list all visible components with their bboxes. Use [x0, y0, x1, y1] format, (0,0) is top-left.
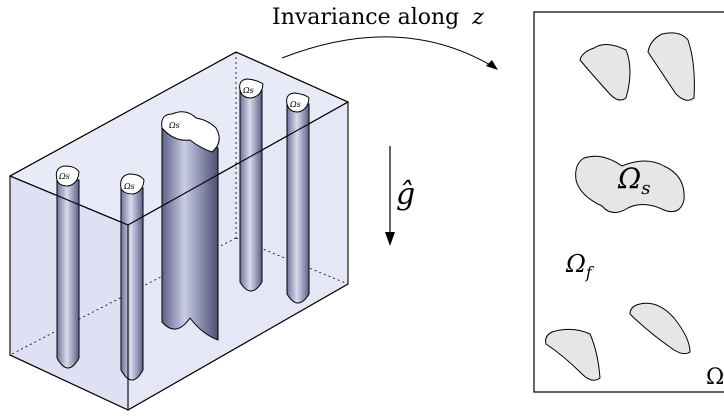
cylinder-back-1 [239, 78, 264, 292]
solid-shape-1 [579, 44, 631, 101]
cylinder-front-1 [55, 165, 80, 369]
invariance-label: Invariance along z [272, 5, 484, 30]
box-front-edges [9, 51, 349, 411]
cylinder-large [161, 111, 220, 341]
cylinder-front-2 [120, 173, 145, 381]
cylinder-label-4: Ωs [242, 86, 254, 95]
invariance-arrow [281, 36, 493, 67]
cylinder-back-2 [286, 92, 310, 304]
solid-shape-4 [545, 328, 601, 381]
cylinder-label-1: Ωs [58, 172, 70, 181]
gravity-label: ĝ [396, 177, 415, 212]
invariance-arrowhead [486, 60, 498, 70]
solid-shape-3 [629, 302, 691, 355]
fluid-domain-label: Ωf [565, 250, 595, 282]
solid-domain-label: Ωs [617, 162, 650, 199]
cylinder-label-3: Ωs [168, 121, 180, 130]
gravity-arrowhead [385, 232, 395, 246]
cylinder-label-2: Ωs [123, 182, 135, 191]
corner-domain-label: Ω [706, 365, 724, 390]
solid-shape-large [575, 155, 685, 213]
cylinder-label-5: Ωs [289, 100, 301, 109]
cross-section-frame [533, 11, 724, 393]
solid-shape-2 [647, 32, 695, 101]
